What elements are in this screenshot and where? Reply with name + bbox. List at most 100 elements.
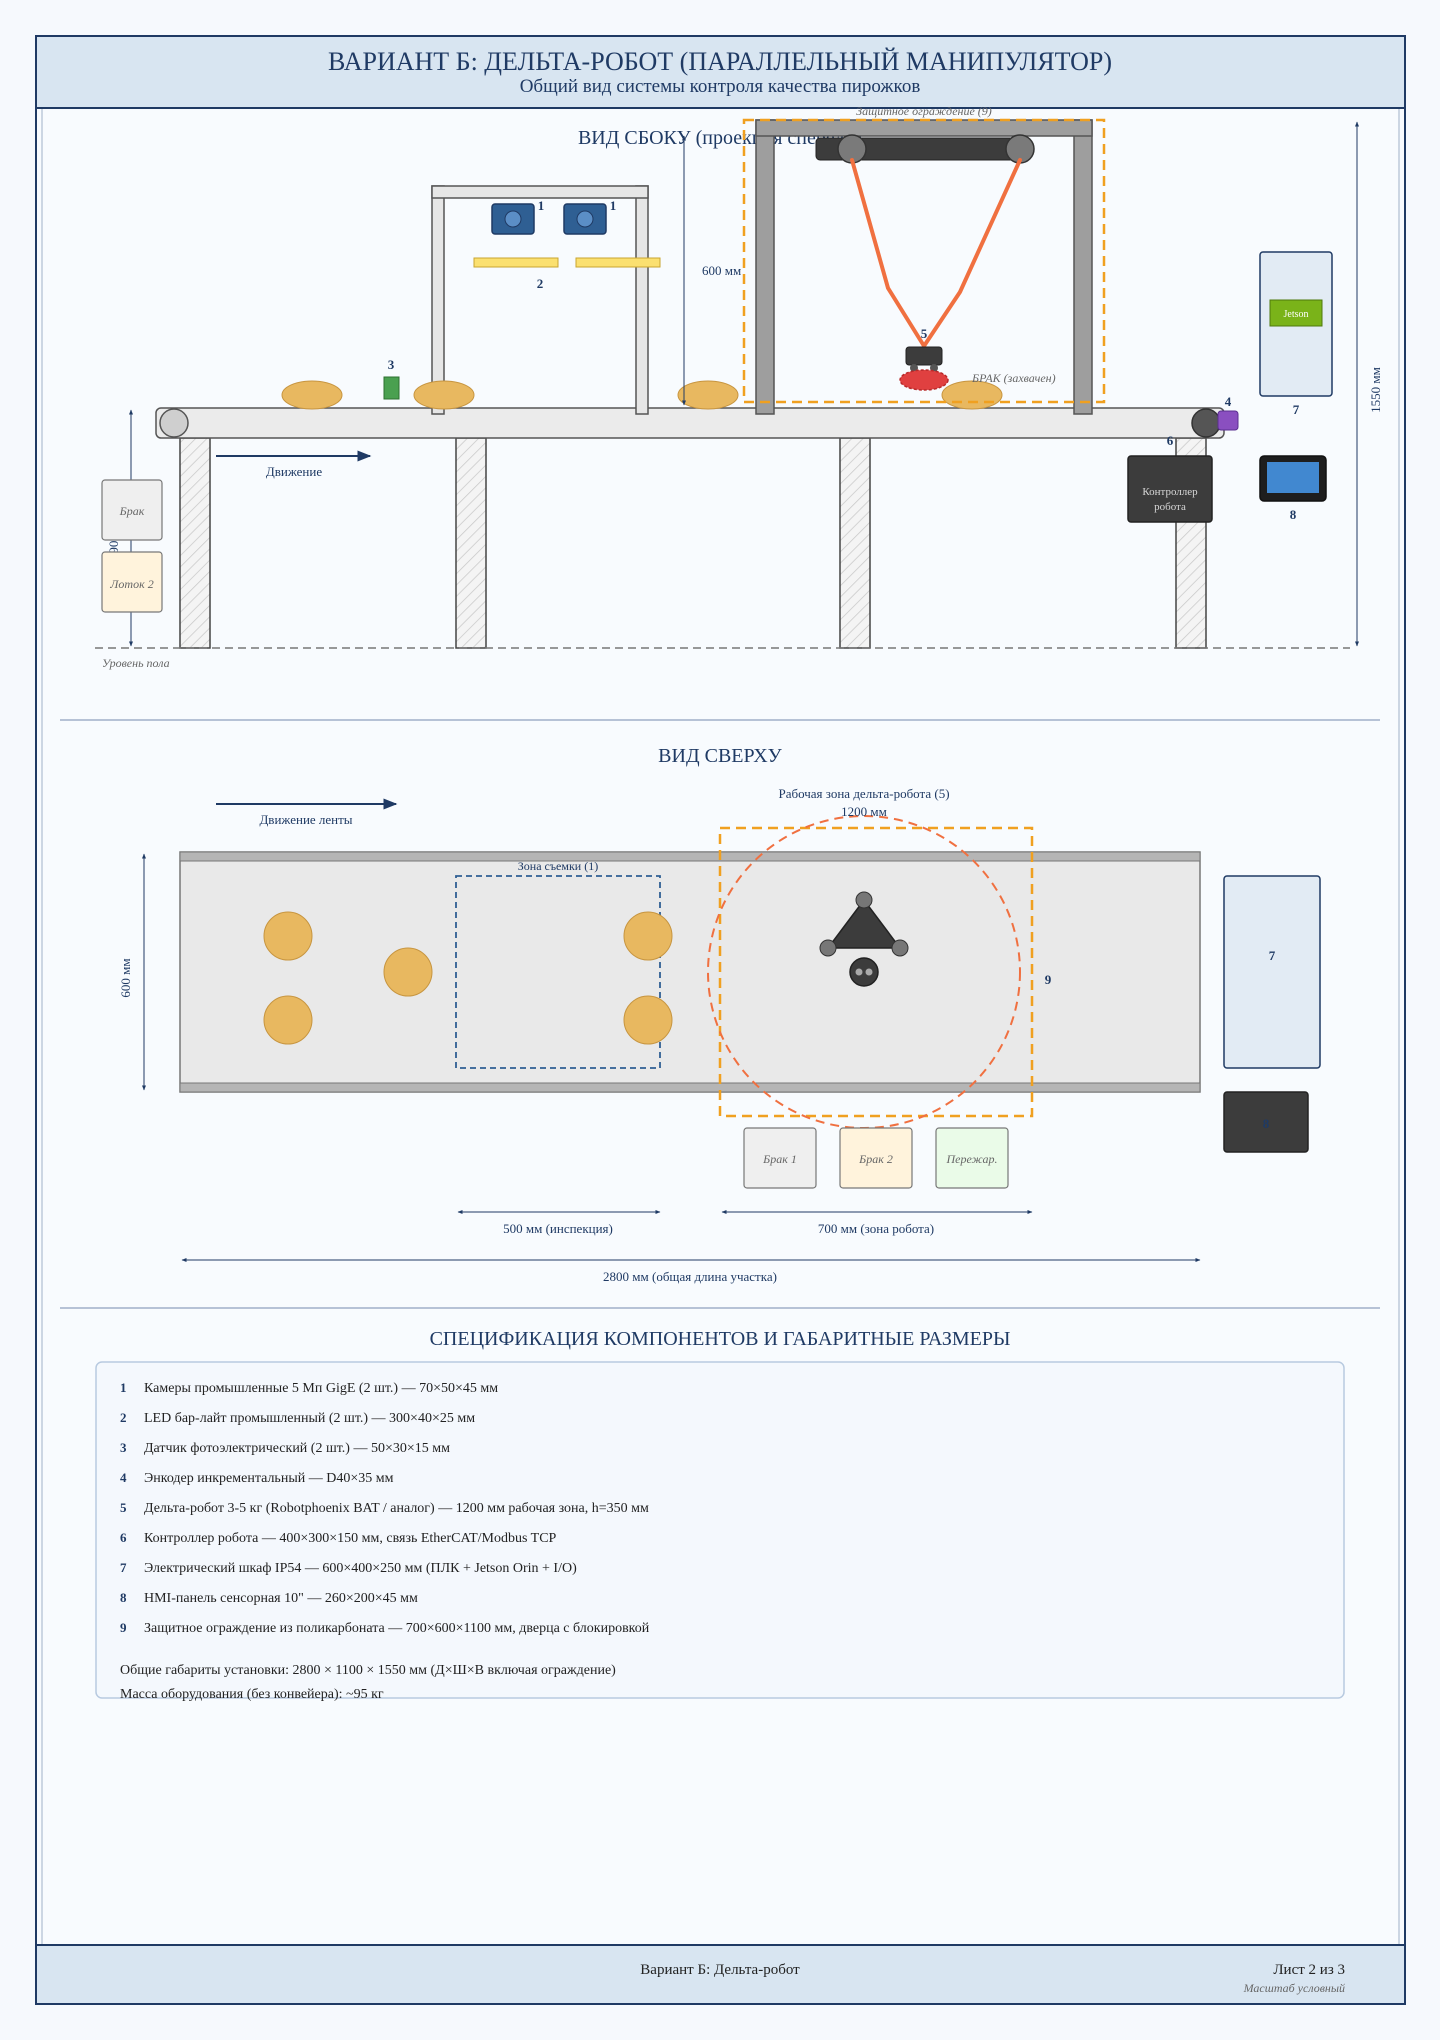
sheet-number: Лист 2 из 3 — [1273, 1962, 1345, 1978]
spec-item-text: Энкодер инкрементальный — D40×35 мм — [144, 1471, 394, 1486]
spec-item-number: 7 — [120, 1560, 127, 1575]
delta-arm — [850, 158, 926, 348]
camera-zone — [455, 875, 661, 1069]
page-title: ВАРИАНТ Б: ДЕЛЬТА-РОБОТ (ПАРАЛЛЕЛЬНЫЙ МА… — [328, 47, 1112, 76]
spec-mass: Масса оборудования (без конвейера): ~95 … — [120, 1687, 384, 1702]
reject-tray-label: Брак — [119, 504, 145, 518]
callout-7: 7 — [1293, 402, 1300, 417]
callout-7-top: 7 — [1269, 948, 1276, 963]
title-block-header: ВАРИАНТ Б: ДЕЛЬТА-РОБОТ (ПАРАЛЛЕЛЬНЫЙ МА… — [35, 35, 1406, 109]
belt-rail-top — [179, 851, 1201, 862]
spec-total-dims: Общие габариты установки: 2800 × 1100 × … — [120, 1663, 616, 1678]
bin-reject-2 — [839, 1127, 913, 1189]
pastry-top — [263, 911, 313, 961]
callout-1: 1 — [538, 198, 545, 213]
camera-2 — [563, 203, 607, 235]
pastry — [677, 380, 739, 410]
spec-title: СПЕЦИФИКАЦИЯ КОМПОНЕНТОВ И ГАБАРИТНЫЕ РА… — [430, 1328, 1011, 1350]
conveyor-drum-right — [1191, 408, 1221, 438]
effector-pad — [855, 968, 863, 976]
tray-2 — [101, 551, 163, 613]
hmi-screen — [1267, 462, 1319, 493]
spec-item-number: 9 — [120, 1620, 127, 1635]
camera-1 — [491, 203, 535, 235]
delta-motor-top — [819, 939, 837, 957]
callout-6: 6 — [1167, 433, 1174, 448]
controller-label-1: Контроллер — [1142, 486, 1198, 498]
floor-label: Уровень пола — [102, 656, 170, 670]
pastry — [281, 380, 343, 410]
top-view-title: ВИД СВЕРХУ — [658, 745, 782, 767]
jetson-module — [1269, 299, 1323, 327]
motion-label: Движение — [266, 464, 322, 479]
belt-rail-bottom — [179, 1082, 1201, 1093]
photo-sensor — [383, 376, 400, 400]
delta-base-top — [826, 898, 902, 949]
delta-motor-top — [855, 891, 873, 909]
conveyor-leg — [455, 437, 487, 649]
dim-1200-label: 1200 мм — [841, 804, 887, 819]
delta-motor-top — [891, 939, 909, 957]
spec-item-number: 5 — [120, 1500, 127, 1515]
spec-item-number: 1 — [120, 1380, 127, 1395]
electrical-cabinet-top — [1223, 875, 1321, 1069]
callout-8: 8 — [1290, 507, 1297, 522]
callout-4: 4 — [1225, 394, 1232, 409]
pastry-top — [263, 995, 313, 1045]
bin-reject-1-label: Брак 1 — [762, 1152, 797, 1166]
robot-frame-post-left — [755, 119, 775, 415]
pastry — [941, 380, 1003, 410]
spec-item-text: Датчик фотоэлектрический (2 шт.) — 50×30… — [144, 1441, 450, 1456]
reject-pastry — [899, 369, 949, 391]
camera-zone-label: Зона съемки (1) — [518, 859, 598, 873]
controller-label-2: робота — [1154, 501, 1186, 513]
camera-gantry-beam — [431, 185, 649, 199]
robot-zone-label: Рабочая зона дельта-робота (5) — [778, 786, 949, 801]
title-block-footer: Вариант Б: Дельта-робот Лист 2 из 3 Масш… — [35, 1944, 1406, 2005]
robot-frame-beam — [755, 119, 1093, 137]
led-bar — [575, 257, 661, 268]
callout-8-top: 8 — [1263, 1116, 1270, 1131]
spec-item-text: Дельта-робот 3-5 кг (Robotphoenix BAT / … — [144, 1501, 649, 1516]
spec-panel — [95, 1361, 1345, 1699]
spec-list: 1 Камеры промышленные 5 Мп GigE (2 шт.) —… — [120, 1380, 650, 1636]
bin-overbaked — [935, 1127, 1009, 1189]
safety-guard — [742, 118, 1106, 404]
conveyor-leg — [839, 437, 871, 649]
delta-arm — [922, 158, 1022, 348]
end-effector — [905, 346, 943, 366]
conveyor-leg — [179, 437, 211, 649]
camera-gantry-post-right — [635, 185, 649, 415]
effector-pad — [865, 968, 873, 976]
bin-reject-2-label: Брак 2 — [858, 1152, 893, 1166]
belt-motion-label: Движение ленты — [259, 812, 352, 827]
robot-controller-top — [1223, 1091, 1309, 1153]
reject-tray — [101, 479, 163, 541]
spec-item-number: 2 — [120, 1410, 127, 1425]
encoder — [1217, 410, 1239, 431]
guard-label: Защитное ограждение (9) — [856, 104, 992, 118]
side-view: ВИД СБОКУ (проекция спереди) Уровень пол… — [95, 104, 1383, 670]
conveyor-drum-left — [159, 408, 189, 438]
camera-gantry-post-left — [431, 185, 445, 415]
spec-item-number: 4 — [120, 1470, 127, 1485]
pastry-top — [383, 947, 433, 997]
jetson-label: Jetson — [1284, 309, 1309, 320]
spec-item-text: Камеры промышленные 5 Мп GigE (2 шт.) — … — [144, 1381, 498, 1396]
conveyor-belt — [155, 407, 1225, 439]
pastry-top — [623, 911, 673, 961]
robot-frame-post-right — [1073, 119, 1093, 415]
dim-2800-label: 2800 мм (общая длина участка) — [603, 1269, 777, 1284]
callout-2: 2 — [537, 276, 544, 291]
spec-item-text: Контроллер робота — 400×300×150 мм, связ… — [144, 1531, 557, 1546]
spec-item-number: 8 — [120, 1590, 127, 1605]
callout-9: 9 — [1045, 972, 1052, 987]
spec-item-text: HMI-панель сенсорная 10" — 260×200×45 мм — [144, 1591, 418, 1606]
dim-500-label: 500 мм (инспекция) — [503, 1221, 613, 1236]
spec-item-text: Электрический шкаф IP54 — 600×400×250 мм… — [144, 1561, 577, 1576]
dim-width-label: 600 мм — [118, 958, 133, 997]
dim-700-label: 700 мм (зона робота) — [818, 1221, 934, 1236]
scale-note: Масштаб условный — [1243, 1981, 1345, 1995]
dim-600-label: 600 мм — [702, 263, 741, 278]
